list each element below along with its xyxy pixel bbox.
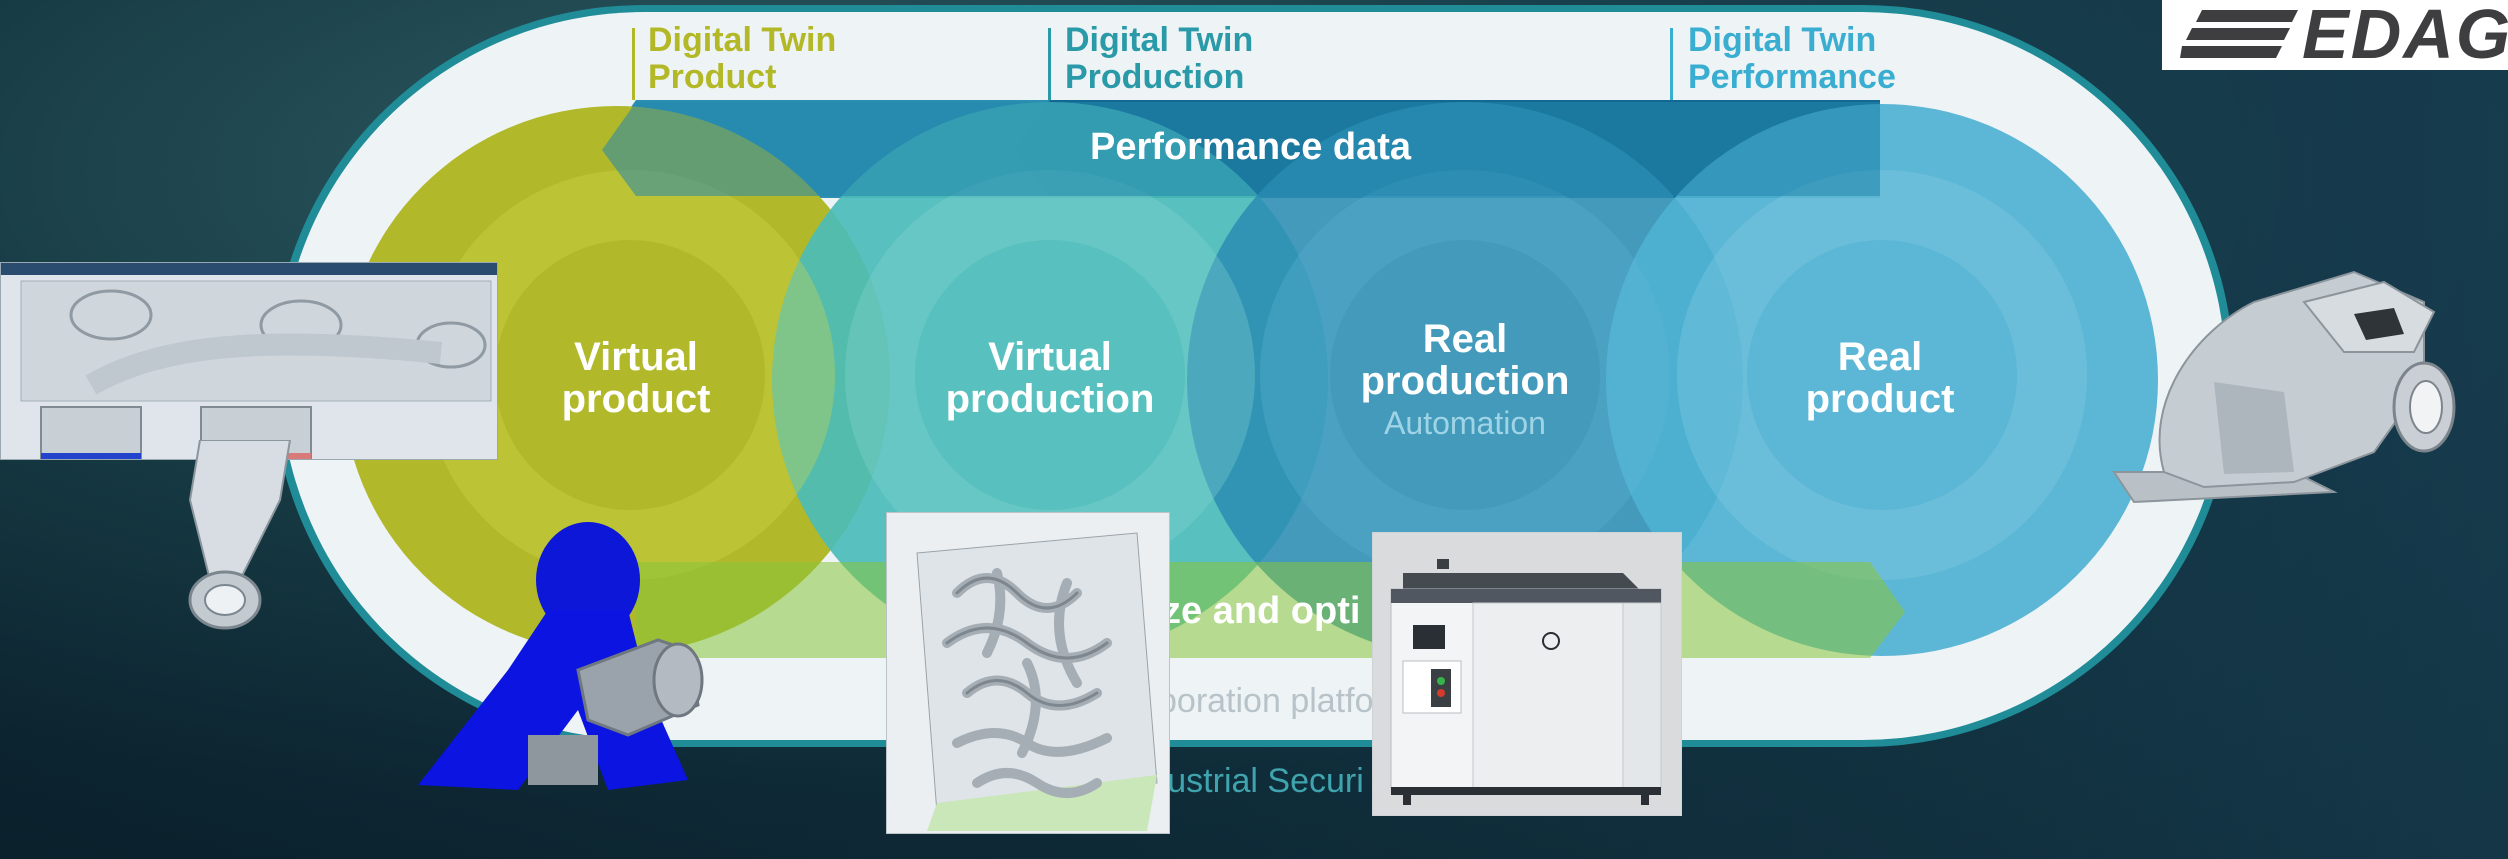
printed-part-render [2112,270,2456,504]
twin-product-line2: Product [648,58,777,96]
blue-manifold-render [418,522,704,790]
stage-virtual-product: Virtual product [516,336,756,420]
divider-production [1048,28,1051,100]
stage-3-line1: Real [1422,317,1508,361]
twin-label-performance: Digital Twin Performance [1688,22,1896,96]
cad-part-render [20,280,492,459]
stage-4-line2: product [1805,377,1955,421]
lattice-cube-svg [916,532,1158,831]
stage-virtual-production: Virtual production [920,336,1180,420]
stage-3-line2: production [1360,359,1570,403]
circle-real-product [1606,104,2158,656]
stage-real-product: Real product [1760,336,2000,420]
logo-stripes-icon [2180,10,2298,58]
logo-wordmark: EDAG [2302,0,2508,70]
collaboration-platform-label: boration platfo [1158,682,1374,720]
circle-real-production [1187,102,1743,658]
stage-2-line2: production [945,377,1155,421]
divider-product [632,28,635,100]
cad-nozzle [188,440,292,630]
industrial-3d-printer-photo [1372,532,1682,816]
optimize-label: ze and opti [1162,590,1361,632]
lattice-cube-render [886,512,1170,834]
stage-1-line1: Virtual [574,335,698,379]
divider-performance [1670,28,1673,100]
twin-production-line2: Production [1065,58,1245,96]
performance-band-top [602,102,1880,196]
stage-3-sub: Automation [1384,405,1546,441]
cad-screenshot [0,262,498,460]
stage-2-line1: Virtual [988,335,1112,379]
circle-virtual-product [342,106,890,654]
stage-real-production: Real production Automation [1335,318,1595,444]
performance-data-label: Performance data [1090,126,1412,168]
twin-product-line1: Digital Twin [648,21,837,59]
twin-label-product: Digital Twin Product [648,22,836,96]
stage-4-line1: Real [1837,335,1923,379]
stage-1-line2: product [561,377,711,421]
ring-4 [1677,170,2087,580]
twin-performance-line1: Digital Twin [1688,21,1877,59]
edag-logo: EDAG [2162,0,2508,70]
cad-tabbar [1,263,497,275]
twin-performance-line2: Performance [1688,58,1896,96]
printer-svg [1373,533,1681,815]
twin-production-line1: Digital Twin [1065,21,1254,59]
twin-label-production: Digital Twin Production [1065,22,1253,96]
